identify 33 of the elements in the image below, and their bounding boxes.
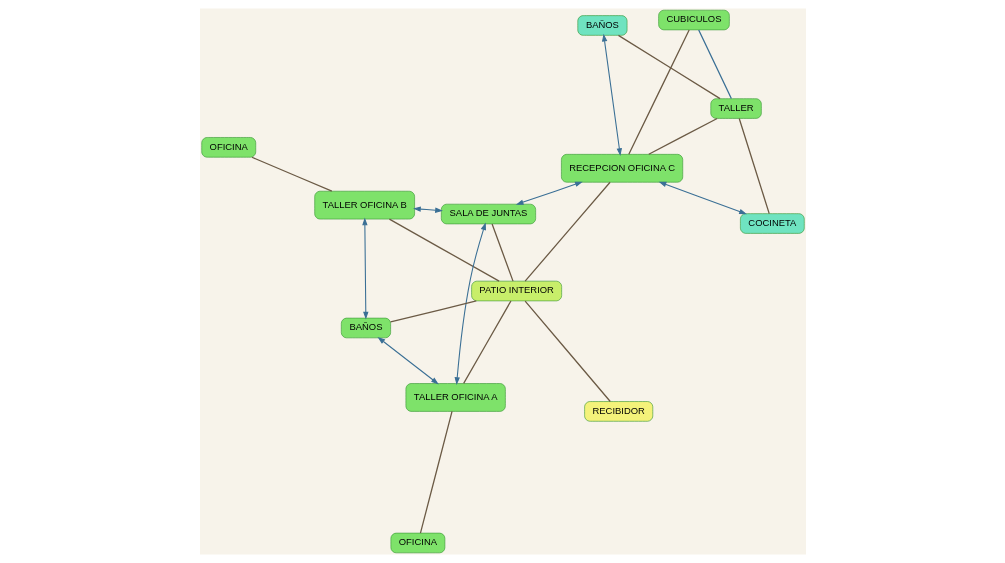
connector <box>419 410 453 534</box>
arrow <box>601 33 622 156</box>
node-box: TALLER OFICINA B <box>313 190 415 220</box>
connector <box>524 181 611 282</box>
arrow <box>412 206 443 213</box>
node-box: TALLER OFICINA A <box>405 383 506 412</box>
node-box: TALLER <box>709 98 762 119</box>
arrow <box>658 181 747 215</box>
node-box: PATIO INTERIOR <box>470 280 562 302</box>
connector <box>697 29 732 100</box>
arrow <box>377 336 439 385</box>
connector <box>617 34 721 100</box>
node-box: OFICINA <box>200 137 256 158</box>
node-box: RECIBIDOR <box>583 401 653 422</box>
connector <box>738 117 770 215</box>
connector <box>389 300 477 323</box>
arrow <box>454 222 486 386</box>
node-box: OFICINA <box>390 532 445 554</box>
connector <box>647 117 718 155</box>
node-box: BAÑOS <box>576 15 627 36</box>
node-box: CUBICULOS <box>657 9 730 31</box>
connector <box>627 29 690 155</box>
connector <box>462 300 512 385</box>
node-box: BAÑOS <box>340 317 391 339</box>
connector <box>250 156 332 192</box>
arrow <box>361 217 368 320</box>
connector <box>490 223 514 282</box>
node-box: RECEPCION OFICINA C <box>560 154 683 183</box>
node-box: SALA DE JUNTAS <box>440 203 536 225</box>
arrow <box>515 181 583 205</box>
connector <box>524 300 611 403</box>
connector <box>388 218 500 282</box>
node-box: COCINETA <box>739 213 805 234</box>
